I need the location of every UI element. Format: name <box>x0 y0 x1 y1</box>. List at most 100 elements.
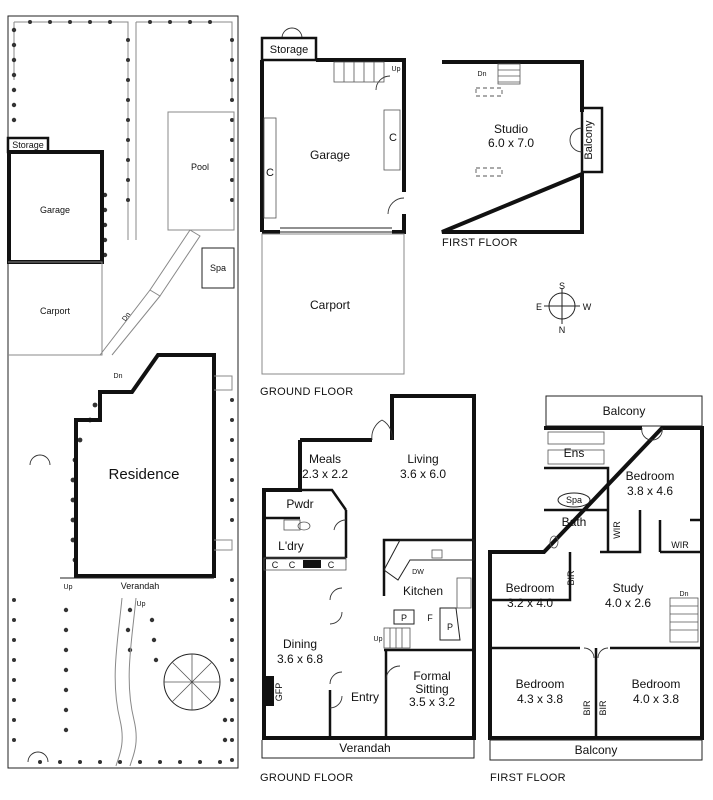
p2-label: P <box>447 622 453 632</box>
first-balcony-bottom <box>489 739 703 761</box>
garage-stair <box>333 61 385 83</box>
bedroom3-size: 4.3 x 3.8 <box>517 692 563 706</box>
storage-doors <box>281 27 303 39</box>
bir1-label: BIR <box>566 570 576 586</box>
bedroom2-size: 3.2 x 4.0 <box>507 596 553 610</box>
meals-label: Meals <box>309 452 341 466</box>
bedroom2-label: Bedroom <box>506 581 555 595</box>
dining-label: Dining <box>283 637 317 651</box>
site-dn1-label: Dn <box>121 311 132 322</box>
cooktop <box>456 577 472 609</box>
studio-balcony-doors <box>569 127 583 153</box>
bir3-label: BIR <box>598 700 608 716</box>
carport-label: Carport <box>310 298 351 312</box>
studio-stair <box>497 63 521 85</box>
study-label: Study <box>613 581 644 595</box>
outbuilding-ground-floor-label: GROUND FLOOR <box>260 386 353 398</box>
cupboard-black <box>303 560 321 568</box>
house-first-floor: Balcony Ens Spa Bath Bedroom 3.8 x 4.6 W… <box>488 395 704 784</box>
pwdr-door <box>333 519 347 531</box>
living-size: 3.6 x 6.0 <box>400 467 446 481</box>
studio-walls <box>441 60 584 234</box>
site-spa-label: Spa <box>210 263 226 273</box>
pantry-1 <box>393 609 415 625</box>
wir1-label: WIR <box>612 521 622 539</box>
house-first-floor-label: FIRST FLOOR <box>490 772 566 784</box>
studio-dn-label: Dn <box>478 71 487 78</box>
studio-balcony <box>580 106 604 174</box>
first-dn-label: Dn <box>680 591 689 598</box>
ground-inner-walls-laundry <box>264 510 348 560</box>
ens-bath-walls <box>544 466 610 552</box>
sitting-door <box>385 665 401 681</box>
studio-skylight-1 <box>475 87 503 97</box>
site-residence-label: Residence <box>109 466 180 483</box>
first-spa <box>557 492 591 508</box>
site-carport-label: Carport <box>40 306 71 316</box>
wir-walls <box>600 510 702 554</box>
formal-size: 3.5 x 3.2 <box>409 695 455 709</box>
wir2-label: WIR <box>671 540 689 550</box>
first-spa-label: Spa <box>566 495 582 505</box>
garage-walls <box>260 58 406 234</box>
bedroom4-label: Bedroom <box>632 677 681 691</box>
ground-stair-treads <box>389 628 403 648</box>
dining-doors <box>329 587 343 625</box>
carport-outline <box>261 233 405 375</box>
bedroom3-label: Bedroom <box>516 677 565 691</box>
ground-verandah-label: Verandah <box>339 741 390 755</box>
site-pool-stair <box>149 229 201 297</box>
pwdr-toilet <box>297 521 311 531</box>
site-front-gate <box>27 751 49 763</box>
site-up2-label: Up <box>137 601 146 608</box>
dining-size: 3.6 x 6.8 <box>277 652 323 666</box>
ground-outer-walls <box>262 394 476 740</box>
compass-s: S <box>559 281 565 291</box>
compass-e: E <box>536 302 542 312</box>
outbuilding-ground: Storage Up C C Garage Carport GROUND FLO… <box>260 27 406 398</box>
garage-door <box>280 227 392 233</box>
first-balcony-bottom-label: Balcony <box>575 743 618 757</box>
first-stair <box>669 597 699 643</box>
garage-stair-door <box>375 75 391 91</box>
garage-stair-treads <box>343 62 375 82</box>
bath-label: Bath <box>562 515 587 529</box>
ldry-label: L'dry <box>278 539 304 553</box>
site-path <box>99 289 161 356</box>
study-size: 4.0 x 2.6 <box>605 596 651 610</box>
site-spa-outline <box>201 247 235 289</box>
powder-room-walls <box>300 488 348 511</box>
bedroom1-size: 3.8 x 4.6 <box>627 484 673 498</box>
living-label: Living <box>407 452 438 466</box>
site-verandah-label: Verandah <box>121 581 160 591</box>
first-stair-treads <box>670 605 698 631</box>
ground-up-label: Up <box>374 636 383 643</box>
studio-label: Studio <box>494 122 528 136</box>
studio-stair-treads <box>498 69 520 83</box>
lower-bedroom-walls <box>490 646 702 738</box>
site-garden-path <box>114 597 137 767</box>
garage-c2-label: C <box>389 132 397 144</box>
compass-cross <box>544 288 580 324</box>
gfp-label: GFP <box>274 683 284 702</box>
kitchen-sink <box>431 549 443 559</box>
garage-label: Garage <box>310 148 350 162</box>
garage-up-label: Up <box>392 66 401 73</box>
studio-skylight-2 <box>475 167 503 177</box>
lower-bedroom-doors <box>583 647 609 659</box>
first-outer-walls <box>488 426 704 740</box>
f-label: F <box>427 613 433 623</box>
garden-bed-top-left <box>13 21 129 80</box>
house-ground-floor-label: GROUND FLOOR <box>260 772 353 784</box>
ground-c2: C <box>289 560 296 570</box>
formal-sitting-walls <box>384 648 474 738</box>
first-balcony-top-label: Balcony <box>603 404 646 418</box>
garage-cupboard-left <box>263 117 277 219</box>
ens-label: Ens <box>564 446 585 460</box>
fireplace <box>264 676 274 706</box>
living-french-doors <box>371 419 393 441</box>
ens-vanity <box>547 431 605 445</box>
pantry-2 <box>439 607 461 641</box>
garage-cupboard-right <box>383 109 401 171</box>
ground-verandah <box>261 740 475 759</box>
